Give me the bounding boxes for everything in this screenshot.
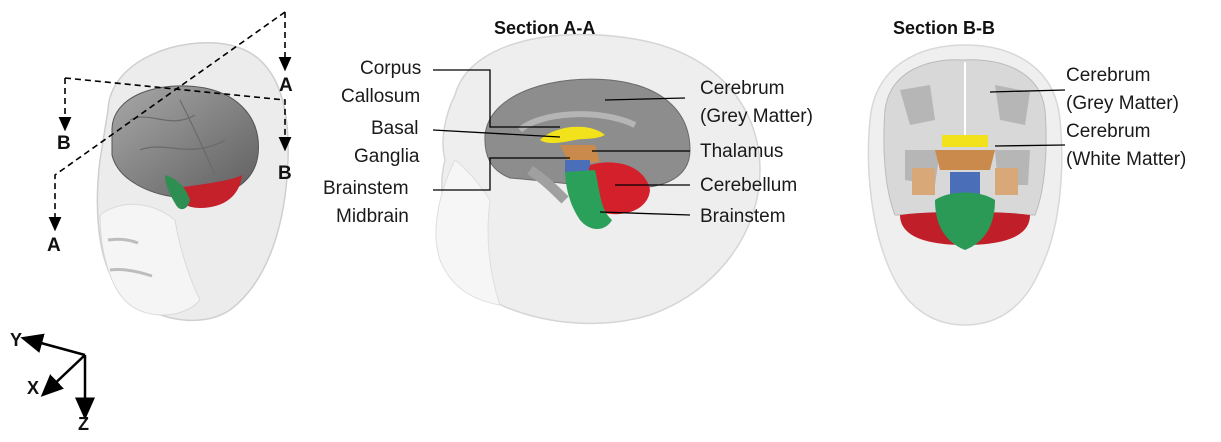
label-cerebellum: Cerebellum (700, 175, 797, 197)
midbrain (565, 160, 590, 172)
label-grey-matter-a: (Grey Matter) (700, 106, 813, 128)
label-brainstem-left: Brainstem (323, 178, 409, 200)
label-corpus: Corpus (360, 58, 421, 80)
label-basal: Basal (371, 118, 419, 140)
cut-label-a-bottom: A (47, 235, 61, 257)
label-thalamus: Thalamus (700, 141, 783, 163)
cut-label-b-left: B (57, 133, 71, 155)
axis-label-z: Z (78, 414, 89, 435)
label-callosum: Callosum (341, 86, 420, 108)
label-ganglia: Ganglia (354, 146, 420, 168)
section-b-view (868, 45, 1061, 325)
label-brainstem-right: Brainstem (700, 206, 786, 228)
cut-label-b-right: B (278, 163, 292, 185)
cut-label-a-top: A (279, 75, 293, 97)
axis-label-x: X (27, 378, 39, 399)
label-midbrain: Midbrain (336, 206, 409, 228)
corpus-callosum-coronal (942, 135, 988, 147)
thalamus-coronal (935, 150, 995, 170)
section-a-title: Section A-A (494, 18, 595, 39)
label-cerebrum-a: Cerebrum (700, 78, 784, 100)
section-b-title: Section B-B (893, 18, 995, 39)
axis-label-y: Y (10, 330, 22, 351)
label-cerebrum-b2: Cerebrum (1066, 121, 1150, 143)
axis-triad (30, 340, 85, 410)
label-cerebrum-b1: Cerebrum (1066, 65, 1150, 87)
midbrain-coronal (950, 172, 980, 194)
label-white-matter-b: (White Matter) (1066, 149, 1186, 171)
label-grey-matter-b: (Grey Matter) (1066, 93, 1179, 115)
